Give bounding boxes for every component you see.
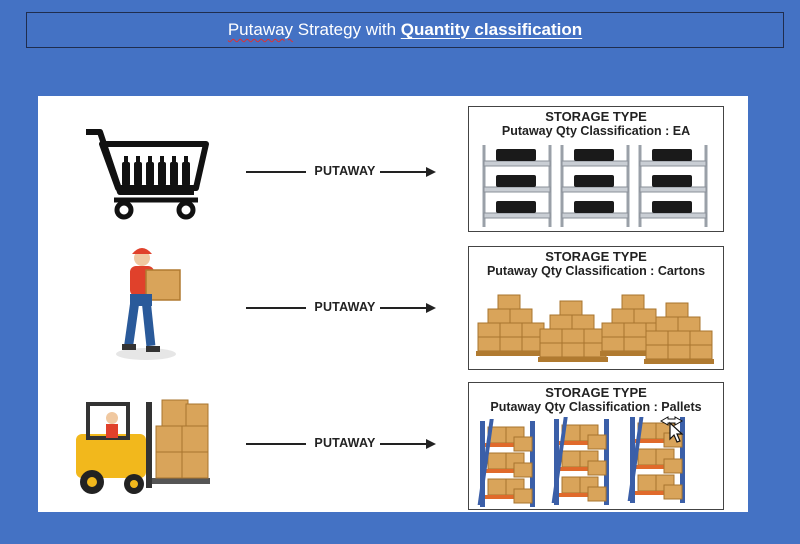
pallet-racks-image bbox=[477, 417, 686, 507]
storage-type-title: STORAGE TYPE bbox=[545, 249, 647, 264]
shelving-with-bottles-image bbox=[482, 143, 708, 229]
storage-type-subtitle: Putaway Qty Classification : EA bbox=[501, 124, 691, 138]
slide-canvas: PUTAWAY STORAGE TYPE Putaway Qty Classif… bbox=[38, 96, 748, 512]
carton-stacks-image bbox=[476, 294, 715, 365]
storage-type-box-cartons: STORAGE TYPE Putaway Qty Classification … bbox=[468, 246, 724, 370]
worker-carrying-carton-icon bbox=[116, 248, 181, 360]
forklift-with-cartons-icon bbox=[76, 399, 210, 494]
storage-type-subtitle: Putaway Qty Classification : Pallets bbox=[490, 400, 702, 414]
putaway-arrow: PUTAWAY bbox=[246, 434, 436, 454]
row-each: PUTAWAY STORAGE TYPE Putaway Qty Classif… bbox=[38, 96, 748, 232]
putaway-arrow: PUTAWAY bbox=[246, 162, 436, 182]
storage-type-subtitle: Putaway Qty Classification : Cartons bbox=[486, 264, 706, 278]
storage-type-box-ea: STORAGE TYPE Putaway Qty Classification … bbox=[468, 106, 724, 232]
title-emphasis: Quantity classification bbox=[400, 20, 583, 39]
storage-type-box-pallets: STORAGE TYPE Putaway Qty Classification … bbox=[468, 382, 724, 510]
title-lead: Putaway bbox=[227, 20, 294, 39]
putaway-label: PUTAWAY bbox=[314, 300, 376, 314]
title-mid: Strategy with bbox=[293, 20, 401, 39]
slide-title: Putaway Strategy with Quantity classific… bbox=[26, 12, 784, 48]
storage-type-title: STORAGE TYPE bbox=[545, 109, 647, 124]
row-cartons: PUTAWAY STORAGE TYPE Putaway Qty Classif… bbox=[38, 236, 748, 370]
row-pallets: PUTAWAY STORAGE TYPE Putaway Qty Classif… bbox=[38, 378, 748, 510]
putaway-label: PUTAWAY bbox=[314, 436, 376, 450]
mouse-cursor-icon bbox=[659, 416, 684, 443]
putaway-arrow: PUTAWAY bbox=[246, 298, 436, 318]
shopping-cart-icon bbox=[86, 129, 209, 220]
putaway-label: PUTAWAY bbox=[314, 164, 376, 178]
storage-type-title: STORAGE TYPE bbox=[545, 385, 647, 400]
